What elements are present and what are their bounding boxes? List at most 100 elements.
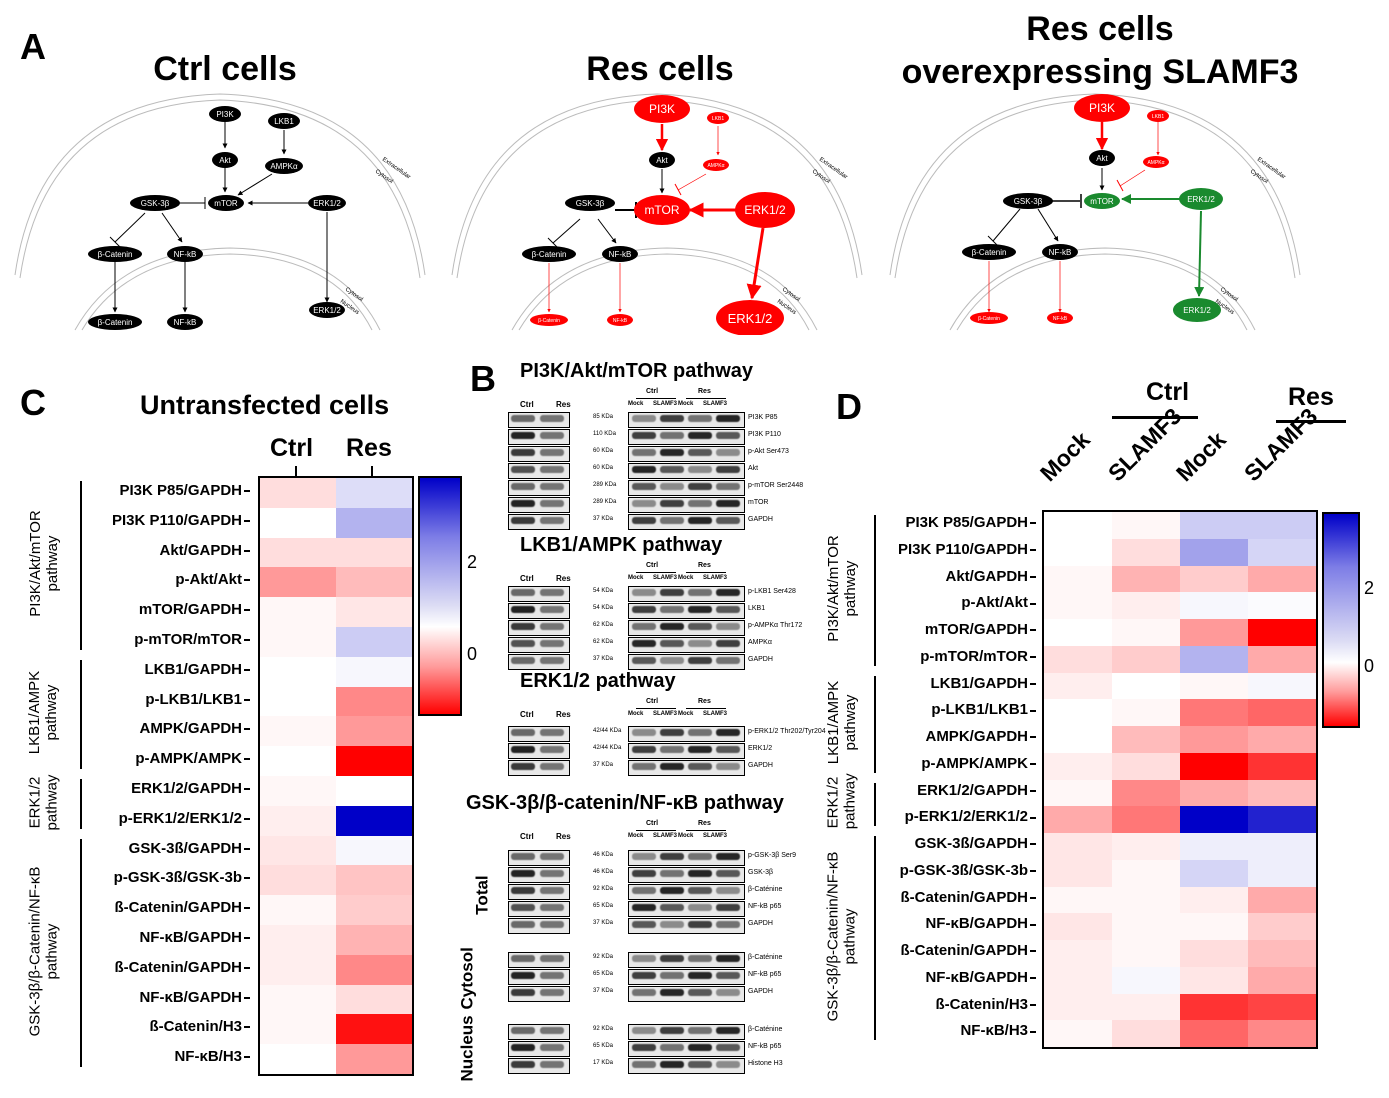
row-label: p-GSK-3ß/GSK-3b — [899, 861, 1028, 879]
band — [716, 1044, 740, 1051]
band — [540, 729, 564, 736]
group-bracket — [80, 779, 82, 829]
row-tick — [244, 758, 250, 761]
row-label: NF-κB/GAPDH — [925, 915, 1028, 933]
blot-text: p-GSK-3β Ser9 — [748, 852, 796, 859]
column-label: SLAMF3 — [1238, 402, 1323, 487]
heatmap-cell — [1180, 913, 1248, 940]
panel-d-group-ctrl: Ctrl — [1146, 378, 1190, 406]
band — [511, 972, 535, 979]
blot-strip — [628, 850, 745, 866]
band — [511, 1044, 535, 1051]
blot-strip — [628, 446, 745, 462]
row-tick — [244, 1026, 250, 1029]
blot-text: p-LKB1 Ser428 — [748, 588, 796, 595]
band — [688, 432, 712, 439]
band — [688, 640, 712, 647]
heatmap-cell — [336, 746, 412, 776]
row-tick — [1030, 896, 1036, 899]
band — [716, 657, 740, 664]
blot-text: Mock — [678, 401, 694, 407]
blot-text: Ctrl — [520, 400, 534, 409]
band — [716, 921, 740, 928]
band — [540, 606, 564, 613]
blot-text: 37 KDa — [593, 516, 614, 522]
blot-text: SLAMF3 — [653, 711, 677, 717]
band — [540, 763, 564, 770]
blot-text: Ctrl — [646, 388, 659, 395]
band — [688, 887, 712, 894]
heatmap-cell — [260, 537, 336, 568]
band — [660, 729, 684, 736]
row-label: ERK1/2/GAPDH — [917, 781, 1028, 799]
panel-a-title-res: Res cells — [586, 50, 734, 88]
band — [540, 746, 564, 753]
blot-text: Histone H3 — [748, 1060, 783, 1067]
heatmap-cell — [1112, 993, 1180, 1021]
heatmap-cell — [336, 597, 412, 627]
svg-text:Akt: Akt — [1096, 154, 1108, 163]
band — [660, 623, 684, 630]
svg-text:Cytosol: Cytosol — [811, 169, 831, 185]
band — [688, 606, 712, 613]
band — [511, 921, 535, 928]
panel-c-heatmap — [258, 476, 414, 1076]
svg-text:ERK1/2: ERK1/2 — [1183, 306, 1211, 315]
row-label: NF-κB/GAPDH — [139, 988, 242, 1006]
svg-text:LKB1: LKB1 — [712, 116, 724, 122]
band — [660, 466, 684, 473]
svg-text:PI3K: PI3K — [649, 102, 675, 116]
heatmap-cell — [1180, 779, 1248, 807]
svg-text:PI3K: PI3K — [216, 110, 234, 119]
row-label: mTOR/GAPDH — [924, 621, 1028, 638]
svg-text:ERK1/2: ERK1/2 — [313, 199, 341, 208]
panel-a-diagrams: Extracellular Cytosol Cytosol Nucleus PI… — [14, 93, 1301, 335]
blot-text: p-mTOR Ser2448 — [748, 482, 804, 489]
row-tick — [1030, 843, 1036, 846]
row-label: p-LKB1/LKB1 — [145, 690, 242, 708]
band — [632, 921, 656, 928]
blot-text: 65 KDa — [593, 1043, 614, 1049]
row-label: Akt/GAPDH — [159, 541, 242, 559]
band — [540, 1044, 564, 1051]
row-tick — [1030, 1003, 1036, 1006]
col-tick — [295, 466, 297, 476]
heatmap-cell — [1180, 886, 1248, 914]
band — [716, 972, 740, 979]
row-tick — [1030, 656, 1036, 659]
band — [716, 449, 740, 456]
svg-text:β-Catenin: β-Catenin — [972, 248, 1007, 257]
blot-strip — [628, 480, 745, 496]
row-tick — [1030, 629, 1036, 632]
heatmap-cell — [336, 567, 412, 598]
group-bracket — [80, 659, 82, 769]
heatmap-cell — [260, 597, 336, 627]
svg-text:AMPKα: AMPKα — [707, 163, 724, 169]
heatmap-cell — [260, 984, 336, 1015]
lane-group-bar — [636, 830, 676, 831]
blot-text: Res — [698, 388, 711, 395]
band — [511, 955, 535, 962]
band — [632, 853, 656, 860]
band — [511, 449, 535, 456]
band — [632, 415, 656, 422]
svg-text:GSK-3β: GSK-3β — [141, 199, 170, 208]
heatmap-cell — [260, 716, 336, 747]
diagram-res-cells: Extracellular Cytosol Cytosol Nucleus PI… — [451, 93, 863, 335]
band — [716, 729, 740, 736]
band — [632, 657, 656, 664]
row-tick — [244, 996, 250, 999]
band — [688, 466, 712, 473]
diagram-res-slamf3-cells: Extracellular Cytosol Cytosol Nucleus PI… — [889, 93, 1301, 331]
heatmap-cell — [1180, 1020, 1248, 1047]
blot-text: SLAMF3 — [653, 401, 677, 407]
heatmap-cell — [260, 954, 336, 985]
band — [716, 483, 740, 490]
band — [660, 483, 684, 490]
heatmap-cell — [1112, 779, 1180, 807]
row-tick — [244, 877, 250, 880]
svg-text:NF-kB: NF-kB — [1053, 316, 1068, 322]
group-label: GSK-3β/β-Catenin/NF-κB pathway — [26, 866, 61, 1037]
svg-text:NF-kB: NF-kB — [1049, 248, 1072, 257]
band — [716, 466, 740, 473]
